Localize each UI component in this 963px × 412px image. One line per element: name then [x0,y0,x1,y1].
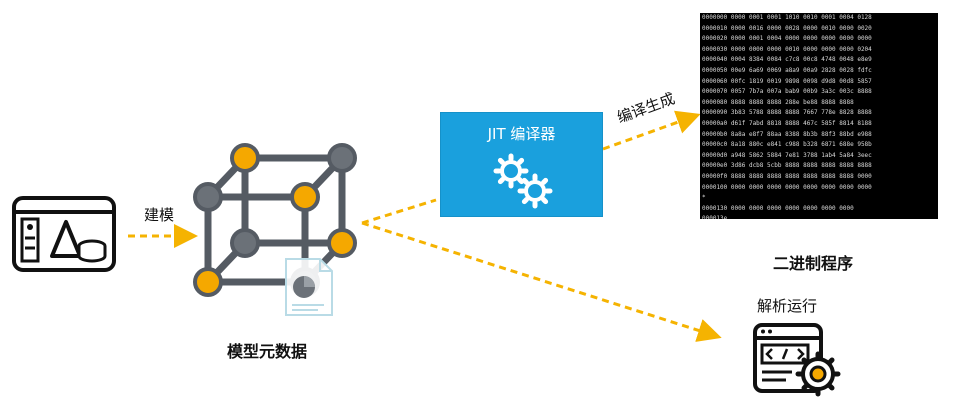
binary-line: 0000020 0000 0001 0004 0000 0000 0000 00… [702,35,872,43]
arrow-interpret-run [361,221,722,342]
gears-icon [493,153,553,209]
model-editor-icon [12,196,116,272]
binary-line: 00000f0 8888 8888 8888 8888 8888 8888 88… [702,172,872,180]
binary-line: 00000a0 d61f 7abd 8818 8888 467c 585f 88… [702,119,872,127]
binary-line: 0000100 0000 0000 0000 0000 0000 0000 00… [702,183,872,191]
binary-line: 0000040 0004 8384 0084 c7c8 00c8 4748 00… [702,56,872,64]
binary-line: 0000010 0000 0016 0000 0028 0000 0010 00… [702,24,872,32]
binary-line: 0000050 00e9 6a69 0069 a8a9 00a9 2828 00… [702,66,872,74]
binary-line: 0000000 0000 0001 0001 1010 0010 0001 00… [702,14,872,21]
interpret-run-label: 解析运行 [757,297,818,315]
binary-line: 0000130 0000 0000 0000 0000 0000 0000 00… [702,204,854,212]
binary-line: 0000080 8888 8888 8888 288e be88 8888 88… [702,98,854,106]
binary-line: 0000060 00fc 1819 0019 9898 0098 d9d8 00… [702,77,872,85]
model-metadata-label: 模型元数据 [227,342,308,361]
binary-line: 0000070 0057 7b7a 007a bab9 00b9 3a3c 00… [702,88,872,96]
binary-line: * [702,194,706,202]
binary-line: 00000c0 8a18 880c e841 c988 b328 6871 68… [702,141,872,149]
document-icon [285,258,333,316]
binary-line: 0000030 0000 0000 0000 0010 0000 0000 00… [702,45,872,53]
binary-line: 000013e [702,215,728,219]
binary-line: 00000b0 8a8a e8f7 88aa 8388 8b3b 88f3 88… [702,130,872,138]
binary-line: 00000e0 3d86 dcb8 5cbb 8888 8888 8888 88… [702,162,872,170]
binary-line: 00000d0 a948 5862 5884 7e81 3788 1ab4 5a… [702,151,872,159]
binary-program-panel: 0000000 0000 0001 0001 1010 0010 0001 00… [700,13,938,219]
build-model-label: 建模 [144,206,175,224]
code-settings-icon [753,323,841,397]
jit-compiler-box: JIT 编译器 [440,112,603,217]
metadata-cube-icon [193,143,357,297]
binary-line: 0000090 3b83 5788 8888 8888 7667 778e 88… [702,109,872,117]
jit-compiler-label: JIT 编译器 [487,125,556,143]
binary-program-label: 二进制程序 [773,254,854,273]
arrow-to-jit [361,198,437,225]
arrow-compile-generate [602,110,701,151]
